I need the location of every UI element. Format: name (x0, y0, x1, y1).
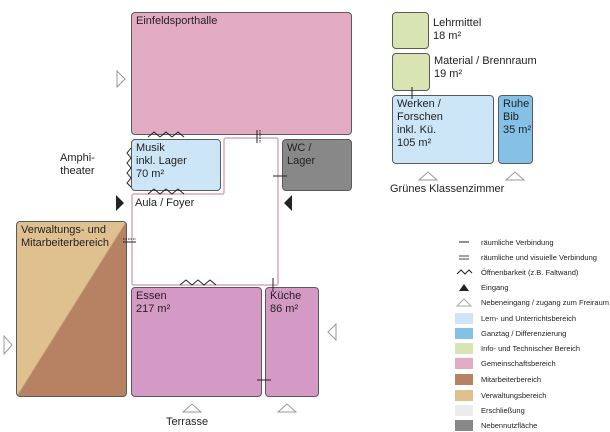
legend-label: Eingang (481, 282, 509, 292)
label-gruenes-klassenzimmer: Grünes Klassenzimmer (390, 183, 505, 195)
room-ruhe-bib: Ruhe Bib 35 m² (498, 95, 533, 164)
room-label: Essen 217 m² (136, 290, 171, 315)
legend-label: Gemeinschaftsbereich (481, 358, 556, 368)
room-label: Verwaltungs- und Mitarbeiterbereich (21, 224, 110, 249)
room-lehrmittel (392, 12, 429, 49)
legend-label: Nebeneingang / zugang zum Freiraum (481, 297, 609, 307)
legend-item: Nebeneingang / zugang zum Freiraum (455, 295, 609, 309)
room-essen: Essen 217 m² (131, 287, 262, 397)
entrance-icon (284, 195, 292, 211)
legend-label: Erschließung (481, 405, 525, 415)
legend-label: Öffnenbarkeit (z.B. Faltwand) (481, 267, 579, 277)
room-label: Werken / Forschen inkl. Kü. 105 m² (397, 98, 443, 149)
room-wc-lager: WC / Lager (282, 139, 352, 191)
swatch-ganztag (455, 327, 473, 339)
swatch-mitarbeiter (455, 373, 473, 385)
legend-label: Nebennutzfläche (481, 420, 538, 430)
swatch-info (455, 342, 473, 354)
room-label-lehrmittel: Lehrmittel 18 m² (433, 17, 482, 42)
room-einfeldsporthalle: Einfeldsporthalle (131, 12, 352, 135)
zigzag-opening-icon (179, 279, 217, 286)
legend-item: Lern- und Unterrichtsbereich (455, 311, 576, 325)
legend-label: Lern- und Unterrichtsbereich (481, 313, 577, 323)
room-label: Ruhe Bib 35 m² (503, 98, 532, 136)
swatch-neben (455, 419, 473, 431)
legend-item: Eingang (455, 280, 509, 294)
room-label-material: Material / Brennraum 19 m² (434, 55, 537, 80)
room-werken-forschen: Werken / Forschen inkl. Kü. 105 m² (392, 95, 494, 164)
room-label: Küche 86 m² (270, 290, 302, 315)
legend-label: räumliche und visuielle Verbindung (481, 252, 597, 262)
swatch-gemeinschaft (455, 357, 473, 369)
zigzag-legend-icon (456, 269, 473, 275)
side-entrance-icon (417, 171, 439, 181)
legend-item: Ganztag / Differenzierung (455, 326, 566, 340)
legend-item: Mitarbeiterbereich (455, 372, 541, 386)
legend-label: Info- und Technischer Bereich (481, 343, 581, 353)
side-entrance-icon (504, 171, 526, 181)
side-entrance-icon (3, 334, 13, 356)
room-verwaltung-mitarbeiter: Verwaltungs- und Mitarbeiterbereich (16, 221, 127, 397)
swatch-lern (455, 312, 473, 324)
legend-item: räumliche und visuielle Verbindung (455, 250, 597, 264)
legend-item: räumliche Verbindung (455, 235, 554, 249)
label-amphitheater: Amphi- theater (60, 152, 95, 177)
room-musik: Musik inkl. Lager 70 m² (131, 139, 221, 191)
room-label: Einfeldsporthalle (136, 15, 218, 27)
legend-item: Öffnenbarkeit (z.B. Faltwand) (455, 265, 578, 279)
entrance-icon (116, 195, 124, 211)
room-label-aula-foyer: Aula / Foyer (135, 197, 195, 209)
swatch-erschliessung (455, 404, 473, 416)
legend-item: Nebennutzfläche (455, 418, 537, 432)
side-entrance-icon (181, 403, 203, 413)
side-entrance-legend-icon (455, 298, 473, 307)
legend-label: räumliche Verbindung (481, 237, 554, 247)
entrance-legend-icon (459, 284, 469, 291)
legend-label: Ganztag / Differenzierung (481, 328, 567, 338)
room-label: Musik inkl. Lager 70 m² (136, 142, 187, 180)
legend-item: Gemeinschaftsbereich (455, 356, 556, 370)
label-terrasse: Terrasse (166, 416, 209, 428)
legend-item: Erschließung (455, 403, 525, 417)
side-entrance-icon (116, 69, 126, 89)
legend-label: Mitarbeiterbereich (481, 374, 542, 384)
legend-item: Info- und Technischer Bereich (455, 341, 580, 355)
legend-item: Verwaltungsbereich (455, 388, 546, 402)
spatial-connection-legend-icon (459, 241, 469, 243)
legend-label: Verwaltungsbereich (481, 390, 547, 400)
room-material-brennraum (392, 53, 430, 91)
room-kueche: Küche 86 m² (265, 287, 319, 397)
room-label: WC / Lager (287, 142, 316, 167)
visual-connection-legend-icon (459, 255, 469, 260)
side-entrance-icon (276, 403, 298, 413)
swatch-verwaltung (455, 389, 473, 401)
side-entrance-icon (327, 322, 337, 342)
